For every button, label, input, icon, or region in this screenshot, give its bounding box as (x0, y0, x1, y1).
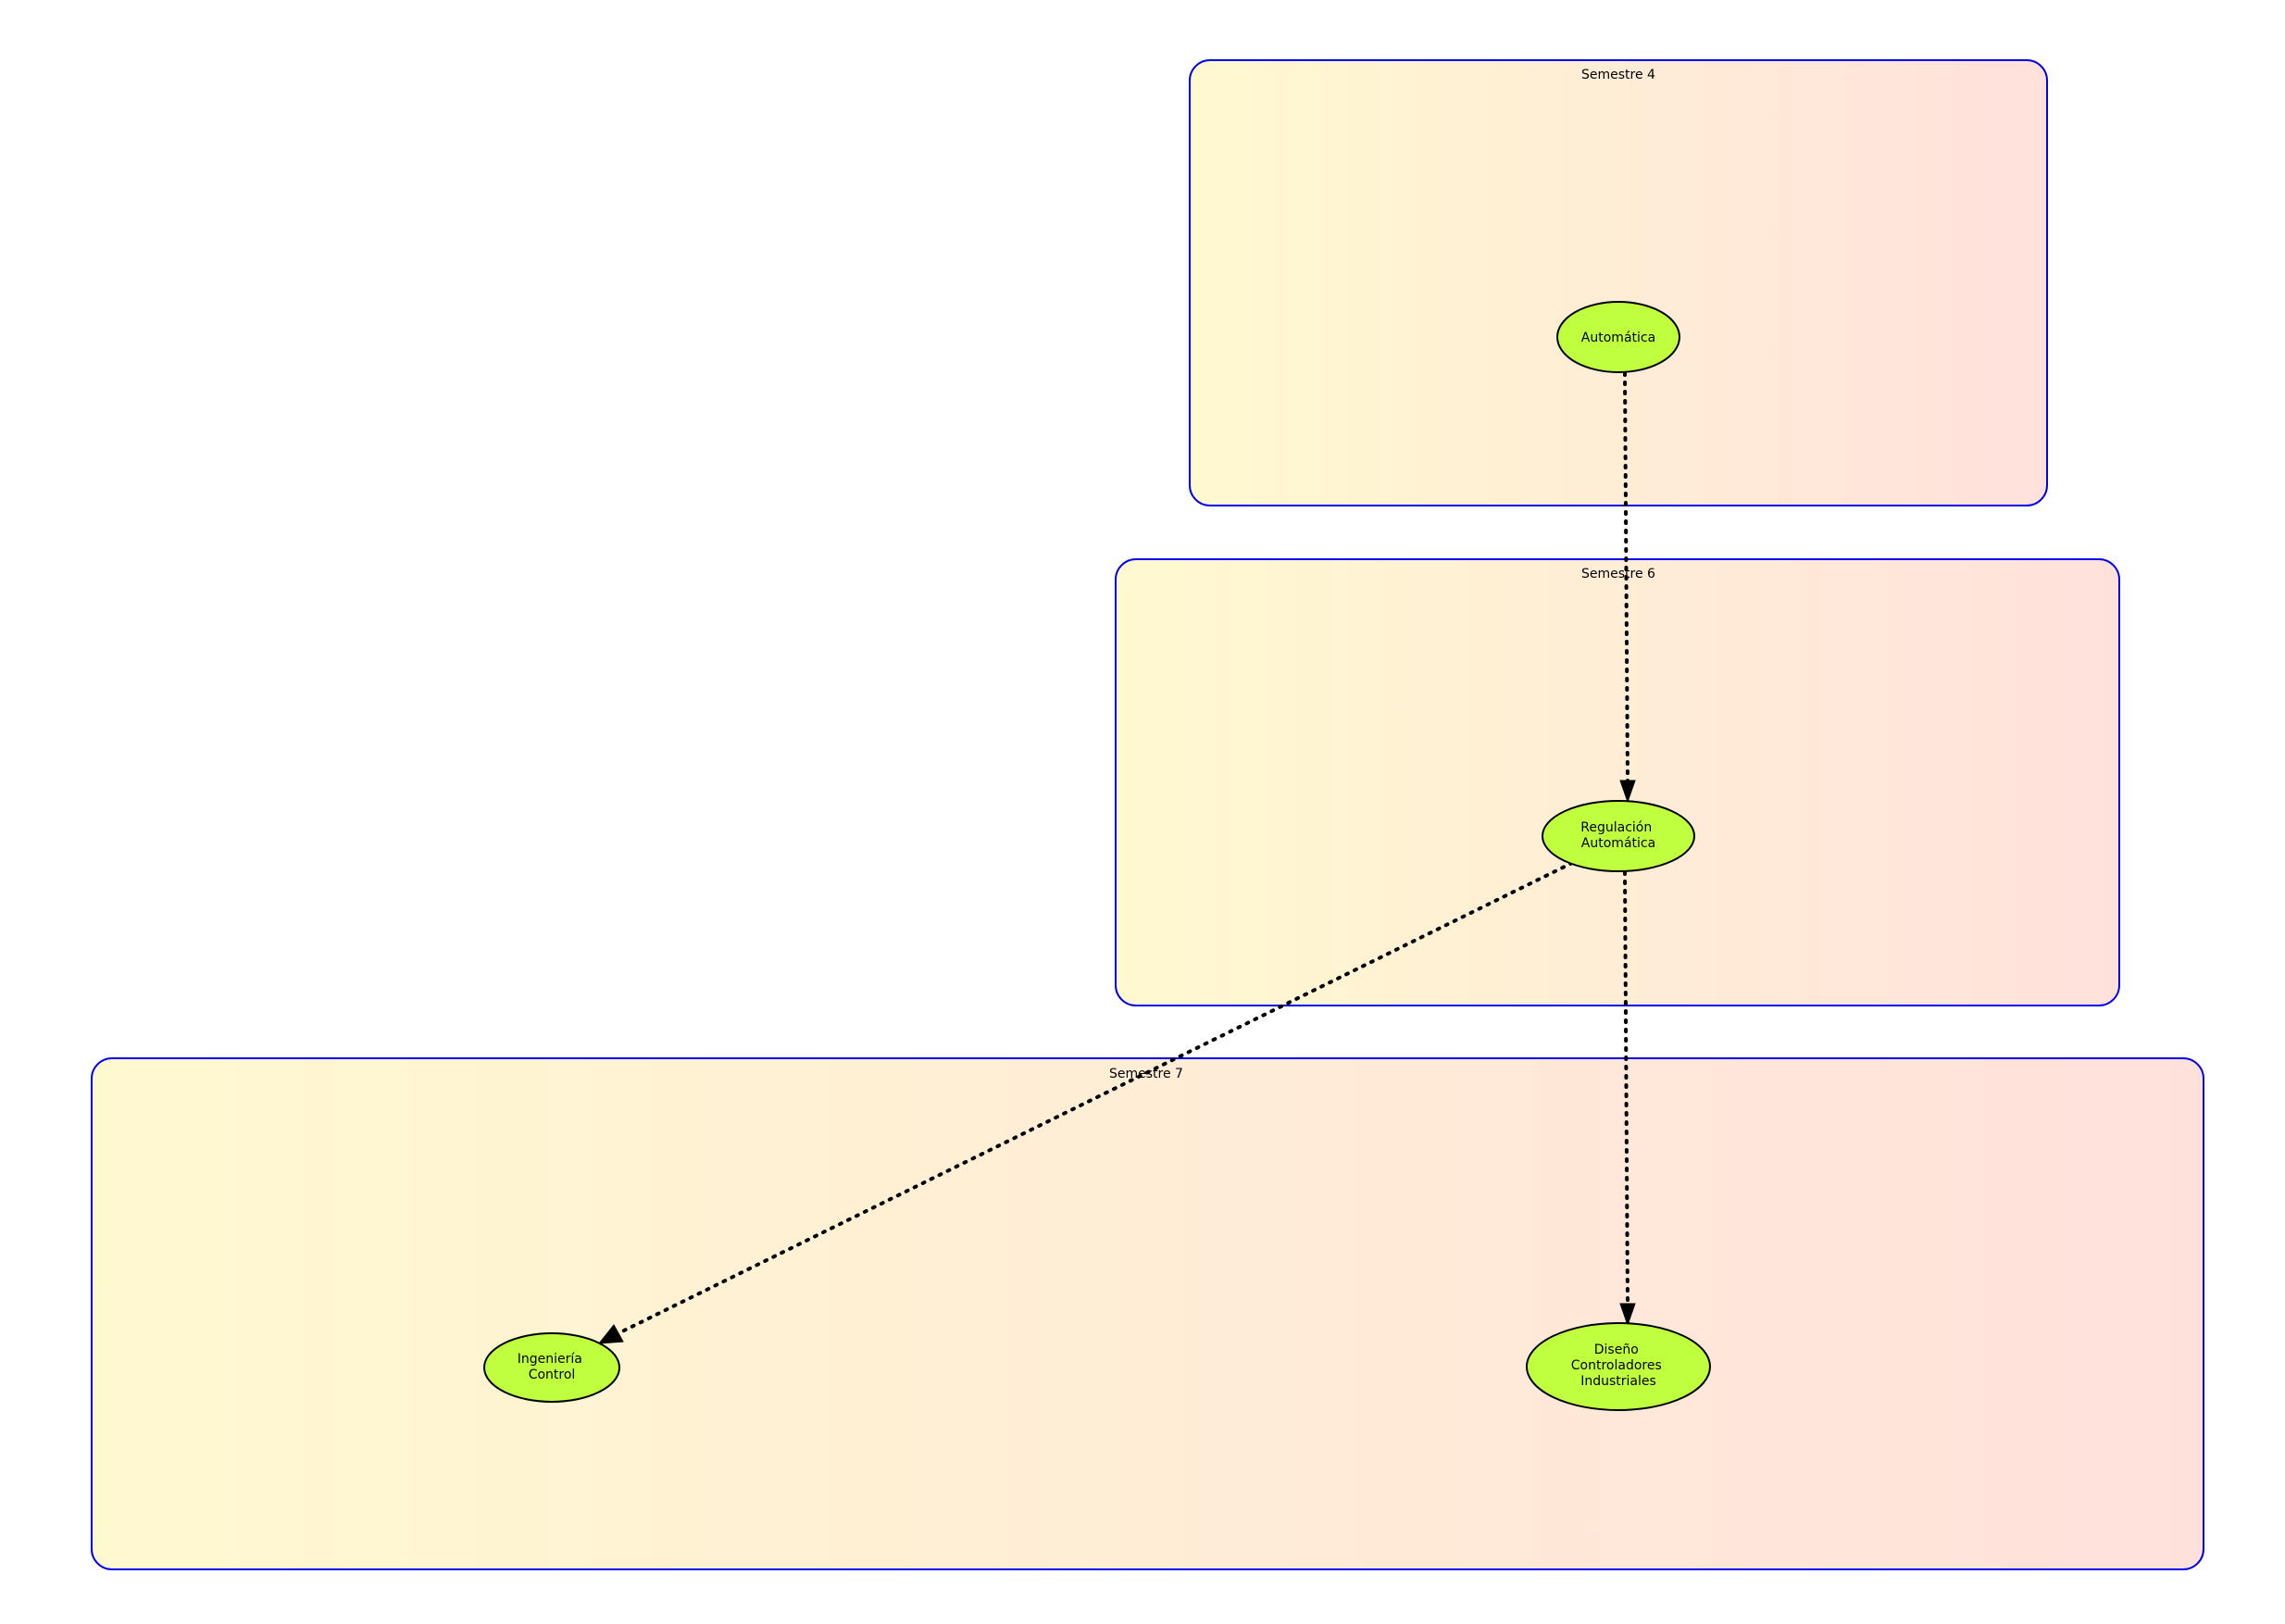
node-ingenieria-control-label: Ingeniería Control (518, 1352, 587, 1382)
cluster-semestre-4-box (1189, 59, 2048, 506)
cluster-semestre-6: Semestre 6 (1115, 558, 2120, 1006)
edge-automatica-regulacion-arrowhead (1619, 780, 1636, 804)
edge-automatica-regulacion (1619, 371, 1636, 804)
node-automatica[interactable]: Automática (1556, 301, 1680, 373)
node-diseno-controladores-line-2: Controladores (1571, 1358, 1662, 1373)
node-regulacion-automatica-line-2: Automática (1581, 836, 1655, 851)
node-automatica-label: Automática (1581, 331, 1655, 345)
cluster-semestre-7: Semestre 7 (91, 1057, 2204, 1570)
node-ingenieria-control-line-2: Control (529, 1368, 576, 1382)
node-ingenieria-control-line-1: Ingeniería (518, 1352, 582, 1367)
edge-regulacion-diseno (1619, 870, 1636, 1327)
node-ingenieria-control[interactable]: Ingeniería Control (483, 1332, 620, 1403)
cluster-semestre-7-box (91, 1057, 2204, 1570)
cluster-semestre-6-label: Semestre 6 (1581, 567, 1655, 581)
edge-automatica-regulacion-line (1623, 371, 1629, 782)
cluster-semestre-4: Semestre 4 (1189, 59, 2048, 506)
node-regulacion-automatica-line-1: Regulación (1580, 820, 1652, 835)
edge-regulacion-diseno-line (1623, 870, 1629, 1305)
cluster-semestre-4-label: Semestre 4 (1581, 68, 1655, 82)
edge-regulacion-ingenieria-line (617, 861, 1574, 1335)
node-diseno-controladores-label: Diseño Controladores Industriales (1571, 1343, 1666, 1389)
edge-regulacion-diseno-arrowhead (1619, 1303, 1636, 1327)
node-automatica-shape[interactable] (1556, 301, 1680, 373)
node-diseno-controladores-line-1: Diseño (1594, 1343, 1639, 1357)
edge-regulacion-ingenieria (597, 861, 1574, 1344)
node-regulacion-automatica-label: Regulación Automática (1580, 820, 1655, 851)
node-diseno-controladores-shape[interactable] (1526, 1322, 1711, 1411)
node-ingenieria-control-shape[interactable] (483, 1332, 620, 1403)
node-diseno-controladores[interactable]: Diseño Controladores Industriales (1526, 1322, 1711, 1411)
edge-regulacion-ingenieria-arrowhead (597, 1324, 624, 1344)
node-diseno-controladores-line-3: Industriales (1580, 1374, 1656, 1389)
node-regulacion-automatica[interactable]: Regulación Automática (1542, 800, 1695, 872)
cluster-semestre-6-box (1115, 558, 2120, 1006)
node-regulacion-automatica-shape[interactable] (1542, 800, 1695, 872)
